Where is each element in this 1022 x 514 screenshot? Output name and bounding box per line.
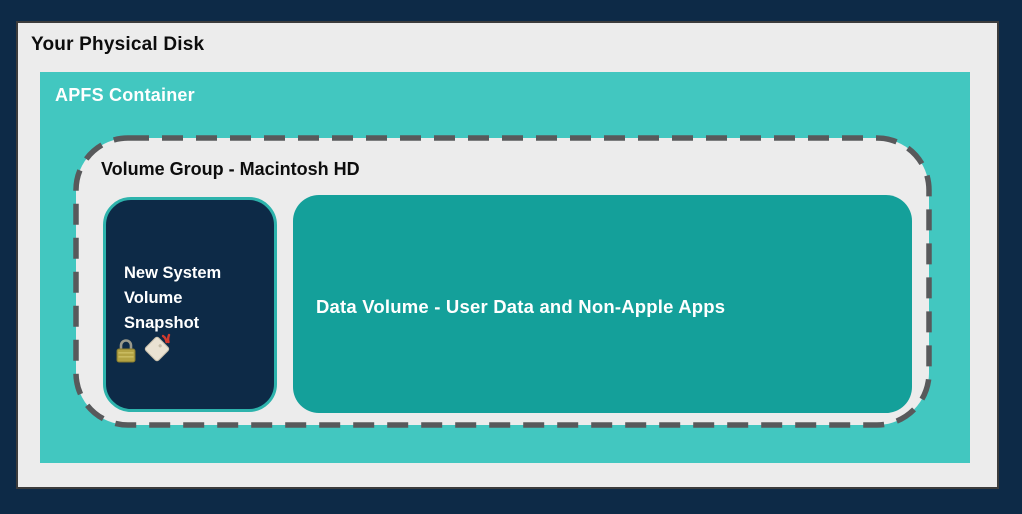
system-volume-label-line3: Snapshot [124,314,200,332]
label-icon [141,331,175,368]
system-volume-label: New System Volume Snapshot [124,261,221,336]
system-volume-icons [115,331,175,368]
volume-group-box: Volume Group - Macintosh HD New System V… [73,135,932,428]
system-volume-label-line2: Volume [124,289,183,307]
data-volume-label: Data Volume - User Data and Non-Apple Ap… [316,296,726,317]
lock-icon [115,337,137,368]
physical-disk-label: Your Physical Disk [31,34,205,55]
system-volume-box: New System Volume Snapshot [103,197,277,412]
apfs-container-box: APFS Container Volume Group - Macintosh … [40,72,970,463]
physical-disk-box: Your Physical Disk APFS Container Volume… [16,21,999,489]
data-volume-box: Data Volume - User Data and Non-Apple Ap… [293,195,912,413]
system-volume-label-line1: New System [124,264,222,282]
volume-group-label: Volume Group - Macintosh HD [101,159,360,179]
apfs-container-label: APFS Container [55,85,195,105]
